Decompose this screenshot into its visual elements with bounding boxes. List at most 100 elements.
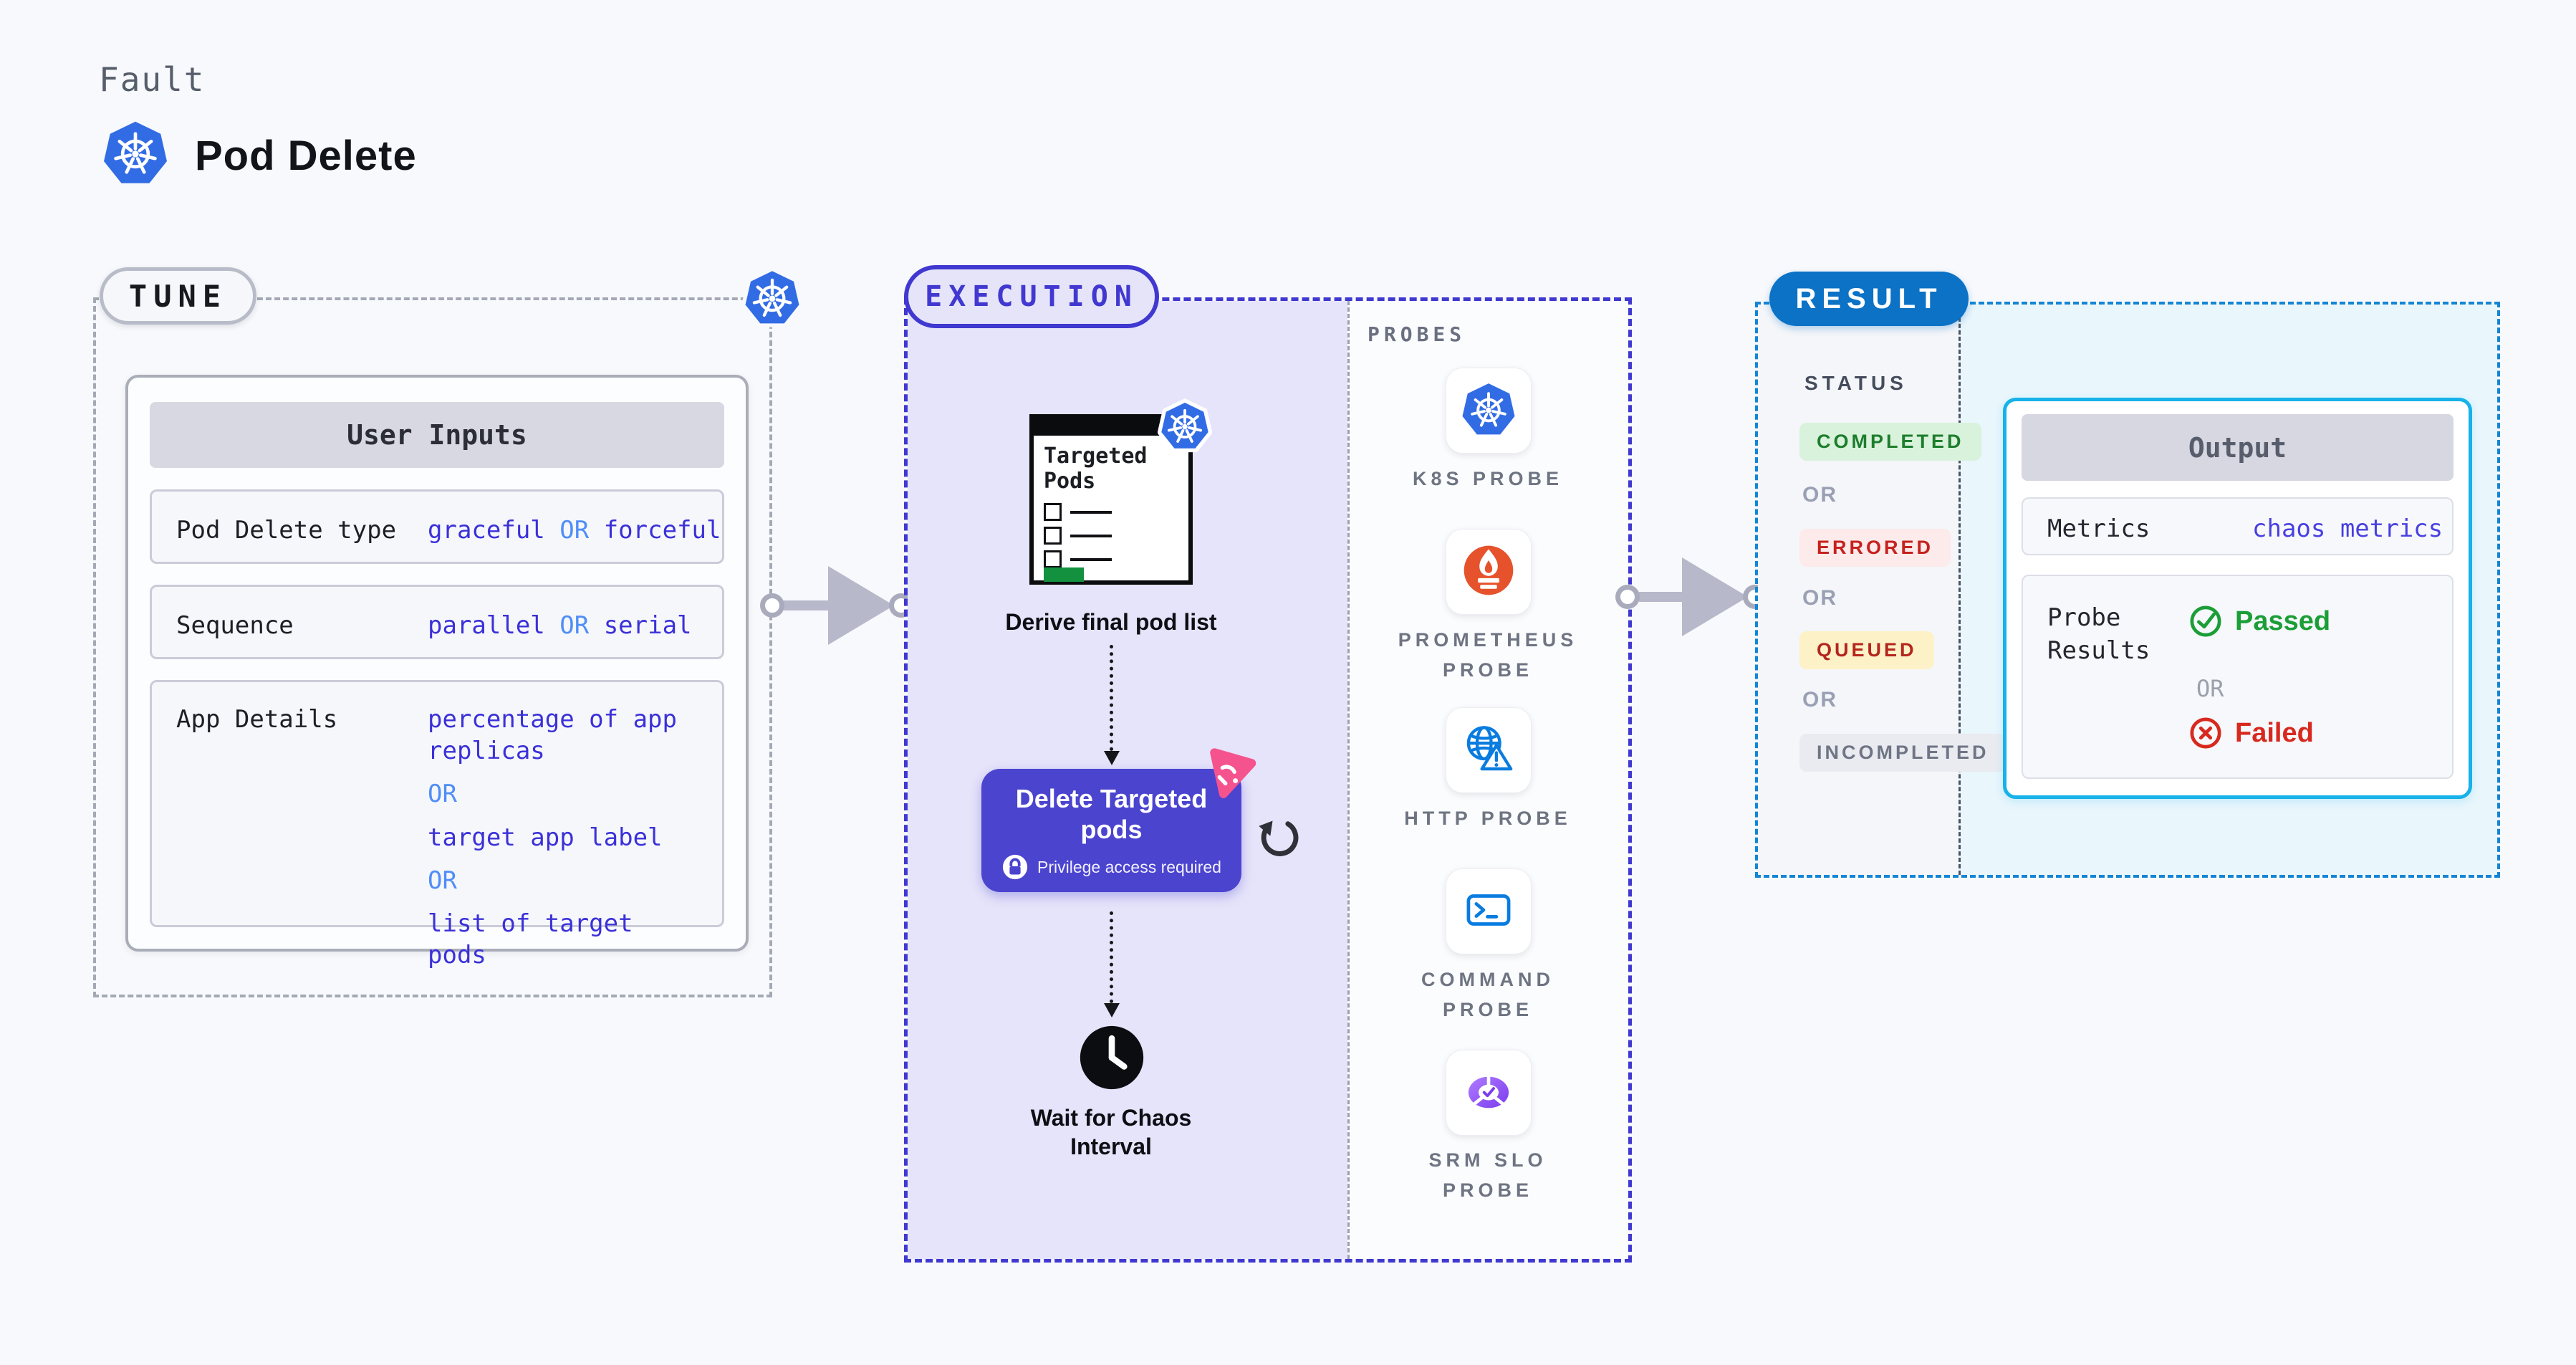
metrics-row: Metrics chaos metrics (2022, 497, 2454, 555)
wait-chaos-caption: Wait for Chaos Interval (1030, 1105, 1192, 1159)
targeted-pods-title: Targeted Pods (1044, 444, 1148, 494)
lock-icon (1001, 853, 1029, 881)
command-probe-icon (1461, 882, 1517, 942)
http-probe-label: HTTP PROBE (1404, 808, 1572, 829)
delete-node-title: Delete Targeted pods (1015, 784, 1208, 845)
failed-label: Failed (2235, 717, 2314, 748)
probe-results-row: Probe Results Passed OR Failed (2022, 575, 2454, 779)
check-circle-icon (2189, 605, 2222, 638)
fault-eyebrow: Fault (99, 60, 206, 99)
or-keyword: OR (428, 866, 457, 895)
execution-pill-label: EXECUTION (925, 280, 1138, 313)
value-option: target app label (428, 823, 663, 852)
or-keyword: OR (559, 611, 590, 640)
dotted-connector-arrowhead (1104, 1003, 1120, 1017)
passed-result: Passed (2189, 605, 2330, 638)
input-row-pod-delete-type: Pod Delete type graceful OR forceful (150, 489, 724, 564)
k8s-probe-label: K8S PROBE (1412, 468, 1564, 489)
or-separator: OR (1802, 483, 1837, 507)
kubernetes-corner-icon (741, 267, 804, 328)
flow-arrow-shaft (1639, 592, 1683, 602)
status-column-label: STATUS (1804, 372, 1908, 394)
status-badge-queued: QUEUED (1799, 631, 1934, 669)
value-option: list of target pods (428, 909, 633, 970)
line-glyph (1070, 557, 1112, 561)
value-option: serial (603, 611, 692, 640)
checkbox-icon (1044, 503, 1062, 521)
input-value: parallel OR serial (428, 611, 692, 640)
command-probe-label: COMMAND PROBE (1421, 969, 1554, 1020)
output-card: Output Metrics chaos metrics Probe Resul… (2003, 398, 2472, 799)
progress-bar-green (1044, 567, 1084, 582)
output-title: Output (2022, 414, 2454, 481)
srm-slo-probe-label: SRM SLO PROBE (1428, 1149, 1547, 1201)
x-circle-icon (2189, 717, 2222, 749)
status-badge-incompleted: INCOMPLETED (1799, 734, 2007, 772)
delete-targeted-pods-node: Delete Targeted pods Privilege access re… (981, 769, 1241, 892)
line-glyph (1070, 534, 1112, 537)
execution-pill: EXECUTION (904, 265, 1159, 328)
or-separator: OR (1802, 586, 1837, 610)
or-separator: OR (1802, 688, 1837, 712)
or-keyword: OR (428, 780, 457, 809)
tune-pill: TUNE (100, 267, 256, 325)
checkbox-icon (1044, 527, 1062, 545)
privilege-label: Privilege access required (1037, 857, 1221, 876)
user-inputs-title: User Inputs (150, 402, 724, 468)
privilege-row: Privilege access required (981, 853, 1241, 881)
input-label: App Details (176, 705, 338, 734)
status-badge-completed: COMPLETED (1799, 423, 1981, 461)
connector-dot (760, 593, 784, 618)
dotted-connector-arrowhead (1104, 751, 1120, 765)
value-option: percentage of app replicas (428, 705, 677, 766)
value-option: forceful (603, 516, 721, 545)
user-inputs-card: User Inputs Pod Delete type graceful OR … (125, 375, 749, 969)
kubernetes-logo-icon (102, 119, 169, 186)
checkbox-icon (1044, 550, 1062, 568)
input-row-sequence: Sequence parallel OR serial (150, 585, 724, 659)
failed-result: Failed (2189, 717, 2314, 749)
value-option: graceful (428, 516, 545, 545)
result-pill: RESULT (1769, 272, 1969, 326)
status-badge-errored: ERRORED (1799, 529, 1951, 567)
probes-column-label: PROBES (1368, 322, 1466, 346)
line-glyph (1070, 510, 1112, 514)
metrics-value: chaos metrics (2252, 514, 2443, 543)
loop-refresh-icon (1255, 815, 1301, 861)
clock-icon (1077, 1023, 1146, 1092)
or-keyword: OR (559, 516, 590, 545)
srm-slo-probe-icon (1461, 1063, 1517, 1123)
tune-section-box (93, 297, 772, 997)
derive-pod-list-caption: Derive final pod list (1005, 609, 1217, 635)
tune-pill-label: TUNE (128, 278, 228, 314)
prometheus-probe-card (1446, 529, 1532, 615)
input-value: percentage of app replicas OR target app… (428, 704, 700, 971)
metrics-label: Metrics (2047, 514, 2150, 543)
result-pill-label: RESULT (1795, 282, 1943, 315)
command-probe-card (1446, 868, 1532, 954)
srm-slo-probe-card (1446, 1050, 1532, 1136)
input-label: Pod Delete type (176, 516, 397, 545)
http-probe-icon (1461, 721, 1517, 780)
flow-arrow-shaft (784, 600, 830, 610)
dotted-connector (1110, 645, 1113, 751)
kubernetes-badge-icon (1157, 398, 1213, 453)
prometheus-probe-icon (1461, 542, 1517, 602)
pod-checklist (1044, 503, 1112, 568)
status-panel (1758, 305, 1959, 875)
flow-arrow-head (1682, 557, 1748, 636)
passed-label: Passed (2235, 605, 2331, 636)
k8s-probe-icon (1461, 381, 1517, 441)
value-option: parallel (428, 611, 545, 640)
k8s-probe-card (1446, 368, 1532, 454)
page-title: Pod Delete (195, 133, 417, 179)
input-value: graceful OR forceful (428, 516, 721, 545)
input-label: Sequence (176, 611, 294, 640)
flow-arrow-head (828, 566, 894, 645)
chaos-pink-badge-icon (1198, 744, 1261, 807)
input-row-app-details: App Details percentage of app replicas O… (150, 680, 724, 969)
dotted-connector (1110, 911, 1113, 1003)
prometheus-probe-label: PROMETHEUS PROBE (1398, 629, 1578, 681)
probe-results-label: Probe Results (2047, 603, 2150, 665)
or-separator: OR (2196, 675, 2224, 702)
